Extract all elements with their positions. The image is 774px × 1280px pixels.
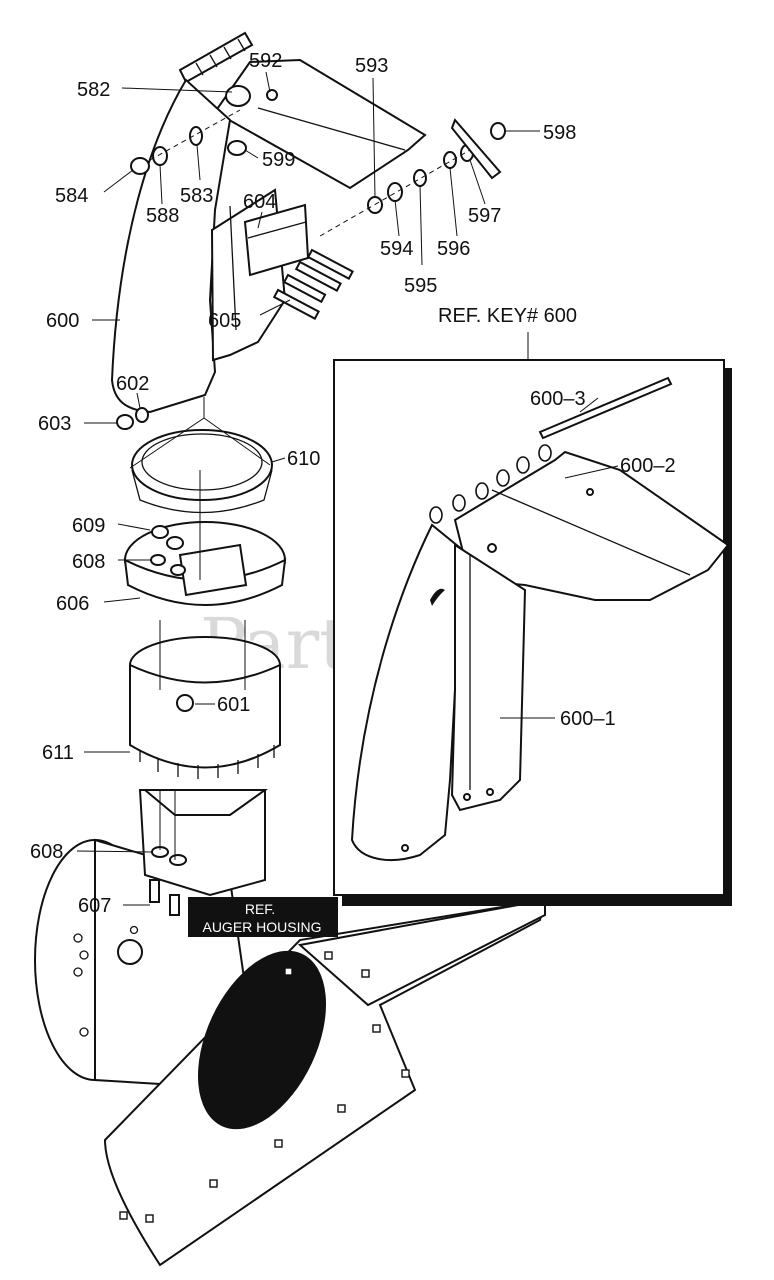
ref-key-label: REF. KEY# 600 [438, 305, 577, 327]
callout-604: 604 [243, 191, 276, 213]
callout-609: 609 [72, 515, 105, 537]
callout-593: 593 [355, 55, 388, 77]
callout-582: 582 [77, 79, 110, 101]
callout-600-3: 600–3 [530, 388, 586, 410]
callout-594: 594 [380, 238, 413, 260]
callout-608-lower: 608 [30, 841, 63, 863]
callout-600-1: 600–1 [560, 708, 616, 730]
callout-610: 610 [287, 448, 320, 470]
ring-606 [123, 521, 287, 606]
callout-601: 601 [217, 694, 250, 716]
callout-600: 600 [46, 310, 79, 332]
svg-text:REF.: REF. [245, 901, 275, 917]
callout-605: 605 [208, 310, 241, 332]
callout-596: 596 [437, 238, 470, 260]
callout-603: 603 [38, 413, 71, 435]
svg-text:AUGER HOUSING: AUGER HOUSING [202, 919, 321, 935]
ring-611 [129, 636, 281, 779]
callout-labels: 592 593 582 598 599 584 588 583 604 597 … [30, 50, 676, 917]
callout-597: 597 [468, 205, 501, 227]
ref-auger-housing-box: REF. AUGER HOUSING [188, 897, 338, 937]
hardware-582-599 [225, 85, 278, 156]
callout-588: 588 [146, 205, 179, 227]
callout-600-2: 600–2 [620, 455, 676, 477]
callout-606: 606 [56, 593, 89, 615]
callout-602: 602 [116, 373, 149, 395]
callout-599: 599 [262, 149, 295, 171]
leader-lines [76, 71, 619, 906]
callout-595: 595 [404, 275, 437, 297]
pins-605 [272, 248, 354, 321]
callout-592: 592 [249, 50, 282, 72]
callout-598: 598 [543, 122, 576, 144]
ring-610 [131, 429, 273, 514]
ref-key-600-inset [333, 332, 732, 906]
callout-583: 583 [180, 185, 213, 207]
callout-584: 584 [55, 185, 88, 207]
callout-611: 611 [42, 742, 74, 764]
callout-607: 607 [78, 895, 111, 917]
callout-608-upper: 608 [72, 551, 105, 573]
chute-assembly [110, 31, 506, 430]
